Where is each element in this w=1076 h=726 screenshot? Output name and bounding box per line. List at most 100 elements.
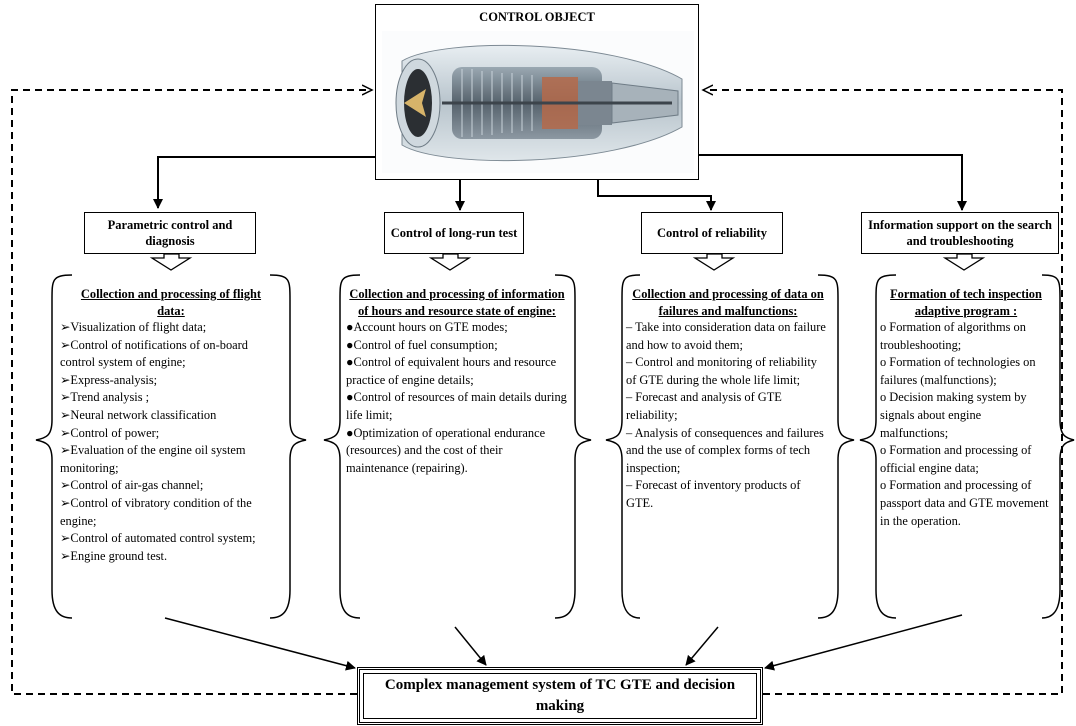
list-item-text: Evaluation of the engine oil system moni… — [60, 443, 246, 475]
list-item: – Forecast of inventory products of GTE. — [626, 477, 830, 512]
brace-left-1 — [35, 274, 73, 619]
bullet-marker: ➢ — [60, 407, 71, 422]
block-content-parametric: Collection and processing of flight data… — [60, 286, 282, 565]
list-item: ●Account hours on GTE modes; — [346, 319, 568, 337]
bullet-marker: ● — [346, 320, 354, 334]
arrow-final-3 — [685, 626, 719, 666]
control-object-box: CONTROL OBJECT — [375, 4, 699, 180]
list-item: ➢Engine ground test. — [60, 548, 282, 566]
block-title-long-run-test: Control of long-run test — [384, 212, 524, 254]
list-item-text: Forecast and analysis of GTE reliability… — [626, 390, 782, 422]
list-item-text: Control and monitoring of reliability of… — [626, 355, 817, 387]
list-item: ➢Control of automated control system; — [60, 530, 282, 548]
list-item: ➢Control of power; — [60, 425, 282, 443]
block-content-reliability: Collection and processing of data on fai… — [626, 286, 830, 513]
arrow-to-info-support — [699, 154, 967, 211]
list-item-text: Forecast of inventory products of GTE. — [626, 478, 801, 510]
bullet-marker: ➢ — [60, 320, 71, 334]
bullet-marker: o — [880, 320, 890, 334]
list-item-text: Analysis of consequences and failures an… — [626, 425, 824, 475]
list-item-text: Control of notifications of on-board con… — [60, 337, 248, 370]
arrow-to-parametric — [153, 156, 375, 209]
bullet-marker: ● — [346, 425, 354, 440]
list-item: – Take into consideration data on failur… — [626, 319, 830, 354]
bullet-marker: ➢ — [60, 443, 71, 458]
arrow-final-2 — [454, 626, 487, 666]
list-item-text: Control of fuel consumption; — [353, 337, 498, 352]
list-item: o Formation of technologies on failures … — [880, 354, 1052, 389]
feedback-loop-right — [703, 90, 1063, 695]
item-list-info-support: o Formation of algorithms on troubleshoo… — [880, 319, 1052, 530]
list-item-text: Formation of technologies on failures (m… — [880, 355, 1036, 387]
final-box-label: Complex management system of TC GTE and … — [384, 677, 736, 714]
block-content-info-support: Formation of tech inspection adaptive pr… — [880, 286, 1052, 530]
section-title-flight-data: Collection and processing of flight data… — [80, 287, 262, 318]
bullet-marker: ● — [346, 337, 354, 352]
list-item-text: Neural network classification — [70, 407, 217, 422]
list-item: o Decision making system by signals abou… — [880, 389, 1052, 442]
brace-left-4 — [859, 274, 897, 619]
list-item-text: Formation and processing of official eng… — [880, 443, 1032, 475]
list-item: – Control and monitoring of reliability … — [626, 354, 830, 389]
list-item: ➢Control of vibratory condition of the e… — [60, 495, 282, 530]
feedback-loop-left — [11, 90, 372, 695]
bullet-marker: ➢ — [60, 495, 71, 510]
list-item: – Analysis of consequences and failures … — [626, 425, 830, 478]
list-item: ●Control of equivalent hours and resourc… — [346, 354, 568, 389]
arrow-to-reliability — [597, 180, 716, 211]
brace-right-4 — [1041, 274, 1075, 619]
bullet-marker: o — [880, 390, 890, 405]
hollow-arrow-3 — [692, 253, 736, 271]
hollow-arrow-2 — [428, 253, 472, 271]
bullet-marker: ➢ — [60, 478, 71, 493]
block-title-info-support: Information support on the search and tr… — [861, 212, 1059, 254]
section-title-hours-resource: Collection and processing of information… — [349, 287, 565, 318]
block-title-reliability: Control of reliability — [641, 212, 783, 254]
arrow-final-1 — [164, 617, 356, 671]
item-list-long-run: ●Account hours on GTE modes;●Control of … — [346, 319, 568, 477]
bullet-marker: ● — [346, 355, 354, 370]
hollow-arrow-4 — [942, 253, 986, 271]
bullet-marker: ➢ — [60, 372, 71, 387]
control-object-title: CONTROL OBJECT — [479, 10, 595, 24]
bullet-marker: o — [880, 478, 890, 493]
bullet-marker: ➢ — [60, 548, 71, 563]
hollow-arrow-1 — [149, 253, 193, 271]
list-item: ➢Neural network classification — [60, 407, 282, 425]
brace-right-1 — [269, 274, 307, 619]
bullet-marker: o — [880, 355, 890, 370]
list-item-text: Trend analysis ; — [70, 390, 150, 405]
list-item-text: Engine ground test. — [70, 548, 168, 563]
engine-cutaway-image — [382, 31, 694, 173]
item-list-parametric: ➢Visualization of flight data;➢Control o… — [60, 319, 282, 565]
list-item: ➢Express-analysis; — [60, 372, 282, 390]
bullet-marker: – — [626, 355, 636, 370]
list-item: – Forecast and analysis of GTE reliabili… — [626, 389, 830, 424]
arrow-final-4 — [764, 614, 963, 671]
list-item: o Formation of algorithms on troubleshoo… — [880, 319, 1052, 354]
bullet-marker: ➢ — [60, 390, 71, 405]
list-item: o Formation and processing of passport d… — [880, 477, 1052, 530]
bullet-marker: – — [626, 390, 636, 405]
section-title-failures: Collection and processing of data on fai… — [632, 287, 824, 318]
block-title-parametric-control: Parametric control and diagnosis — [84, 212, 256, 254]
list-item-text: Control of air-gas channel; — [70, 478, 204, 493]
bullet-marker: – — [626, 320, 636, 334]
brace-right-3 — [817, 274, 855, 619]
list-item-text: Take into consideration data on failure … — [626, 320, 826, 352]
list-item-text: Formation of algorithms on troubleshooti… — [880, 320, 1026, 352]
block-content-long-run: Collection and processing of information… — [346, 286, 568, 477]
list-item-text: Control of resources of main details dur… — [346, 390, 567, 422]
list-item-text: Visualization of flight data; — [70, 320, 207, 334]
list-item-text: Account hours on GTE modes; — [353, 320, 508, 334]
brace-left-2 — [323, 274, 361, 619]
list-item-text: Control of power; — [70, 425, 160, 440]
bullet-marker: ➢ — [60, 425, 71, 440]
list-item-text: Control of vibratory condition of the en… — [60, 495, 252, 528]
bullet-marker: ➢ — [60, 337, 71, 352]
bullet-marker: ● — [346, 390, 354, 405]
list-item: ●Optimization of operational endurance (… — [346, 425, 568, 478]
list-item: ➢Evaluation of the engine oil system mon… — [60, 442, 282, 477]
